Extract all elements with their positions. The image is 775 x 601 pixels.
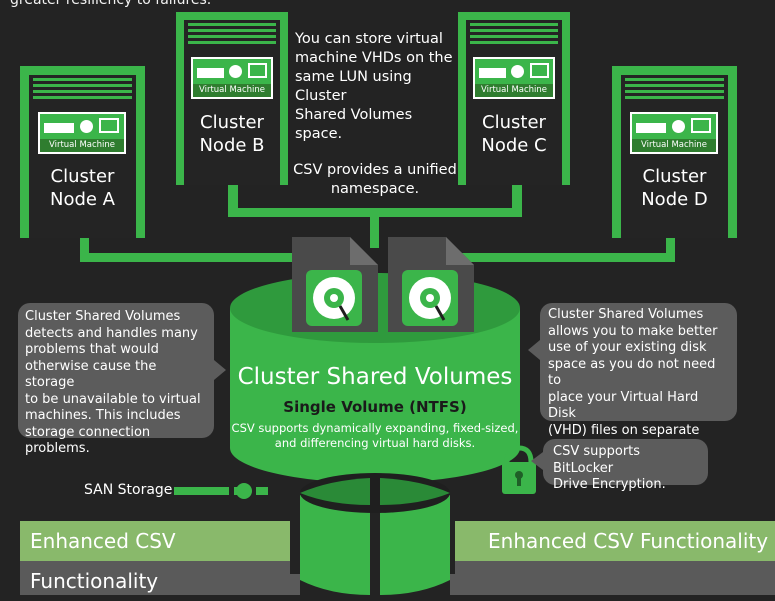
- node-a-link-h: [80, 253, 300, 262]
- disk-icon: [672, 120, 685, 133]
- cluster-node-c: Virtual Machine Cluster Node C: [458, 12, 570, 185]
- padlock-icon: [502, 445, 536, 494]
- virtual-machine-icon: Virtual Machine: [191, 57, 273, 99]
- volume-title: Cluster Shared Volumes: [237, 364, 513, 390]
- callout-right-pointer: [528, 340, 540, 360]
- note-line: same LUN using Cluster: [295, 69, 412, 104]
- note-store-vhds: You can store virtual machine VHDs on th…: [295, 30, 460, 144]
- disk-file-right: [388, 237, 474, 332]
- virtual-machine-icon: Virtual Machine: [473, 57, 555, 99]
- san-pillar: [300, 473, 450, 595]
- note-line: CSV provides a unified: [293, 162, 457, 178]
- callout-line: Drive Encryption.: [553, 477, 666, 492]
- node-name: Cluster Node D: [612, 165, 737, 211]
- note-namespace: CSV provides a unified namespace.: [290, 161, 460, 199]
- node-b-link: [228, 185, 238, 211]
- cluster-node-d: Virtual Machine Cluster Node D: [612, 66, 737, 238]
- monitor-icon: [530, 63, 549, 78]
- disk-icon: [511, 65, 524, 78]
- san-node-dot: [236, 483, 252, 499]
- node-c-link: [512, 185, 522, 211]
- callout-bitlocker-pointer: [531, 452, 543, 470]
- callout-line: storage connection problems.: [25, 424, 151, 457]
- node-label-line2: Node C: [481, 135, 547, 156]
- volume-desc-line: and differencing virtual hard disks.: [274, 436, 476, 450]
- callout-line: machines. This includes: [25, 408, 181, 423]
- memory-icon: [197, 68, 224, 78]
- san-storage-label: SAN Storage: [84, 482, 173, 498]
- volume-base-fill: [280, 574, 300, 595]
- callout-bitlocker: CSV supports BitLocker Drive Encryption.: [543, 439, 708, 492]
- node-label-line2: Node A: [49, 189, 115, 210]
- vm-label: Virtual Machine: [632, 139, 716, 152]
- volume-desc-line: CSV supports dynamically expanding, fixe…: [231, 421, 519, 435]
- callout-line: problems that would: [25, 342, 159, 357]
- bottom-panel-right: [455, 560, 775, 595]
- callout-line: place your Virtual Hard Disk: [548, 389, 699, 422]
- callout-left: Cluster Shared Volumes detects and handl…: [18, 303, 214, 456]
- note-line: machine VHDs on the: [295, 50, 453, 66]
- virtual-machine-icon: Virtual Machine: [630, 112, 718, 154]
- node-label-line2: Node D: [641, 189, 708, 210]
- monitor-icon: [248, 63, 267, 78]
- monitor-icon: [691, 118, 711, 133]
- bottom-panel: [20, 560, 290, 595]
- node-name: Cluster Node A: [20, 165, 145, 211]
- node-d-link-h: [450, 253, 675, 262]
- callout-right: Cluster Shared Volumes allows you to mak…: [540, 303, 737, 454]
- san-link-c: [256, 487, 268, 495]
- callout-line: to be unavailable to virtual: [25, 391, 201, 407]
- callout-line: allows you to make better: [548, 323, 718, 339]
- node-label-line1: Cluster: [642, 166, 707, 187]
- cluster-node-b: Virtual Machine Cluster Node B: [176, 12, 288, 185]
- callout-left-pointer: [214, 360, 226, 380]
- volume-base-fill-right: [450, 574, 460, 595]
- memory-icon: [44, 123, 74, 133]
- note-line: You can store virtual: [295, 31, 443, 47]
- callout-line: detects and handles many: [25, 325, 198, 341]
- disk-file-left: [292, 237, 378, 332]
- disk-icon: [229, 65, 242, 78]
- node-label-line1: Cluster: [50, 166, 115, 187]
- node-name: Cluster Node B: [176, 111, 288, 157]
- server-tower-icon: [458, 12, 570, 185]
- callout-line: otherwise cause the storage: [25, 358, 157, 391]
- san-link-a: [174, 487, 229, 495]
- callout-line: CSV supports BitLocker: [553, 444, 641, 476]
- memory-icon: [479, 68, 506, 78]
- callout-line: use of your existing disk: [548, 340, 707, 355]
- volume-desc: CSV supports dynamically expanding, fixe…: [225, 421, 525, 451]
- cluster-node-a: Virtual Machine Cluster Node A: [20, 66, 145, 238]
- callout-line: Cluster Shared Volumes: [548, 307, 704, 322]
- band-right: Enhanced CSV Functionality: [455, 521, 775, 561]
- virtual-machine-icon: Virtual Machine: [38, 112, 126, 154]
- callout-line: space as you do not need to: [548, 356, 716, 389]
- node-a-link-v: [80, 238, 89, 258]
- note-line: namespace.: [330, 181, 420, 197]
- connector-lines: [80, 185, 675, 499]
- monitor-icon: [99, 118, 119, 133]
- node-label-line1: Cluster: [200, 112, 264, 133]
- band-left: Enhanced CSV Functionality: [20, 521, 290, 593]
- callout-line: Cluster Shared Volumes: [25, 309, 181, 324]
- center-link: [370, 208, 379, 248]
- node-name: Cluster Node C: [458, 111, 570, 157]
- node-d-link-v: [666, 238, 675, 258]
- vm-label: Virtual Machine: [193, 84, 271, 97]
- note-line: Shared Volumes space.: [295, 107, 413, 142]
- volume-subtitle: Single Volume (NTFS): [283, 398, 467, 416]
- memory-icon: [636, 123, 666, 133]
- node-label-line1: Cluster: [482, 112, 546, 133]
- node-label-line2: Node B: [199, 135, 265, 156]
- disk-icon: [80, 120, 93, 133]
- vm-label: Virtual Machine: [40, 139, 124, 152]
- intro-text: greater resiliency to failures.: [10, 0, 212, 8]
- vm-label: Virtual Machine: [475, 84, 553, 97]
